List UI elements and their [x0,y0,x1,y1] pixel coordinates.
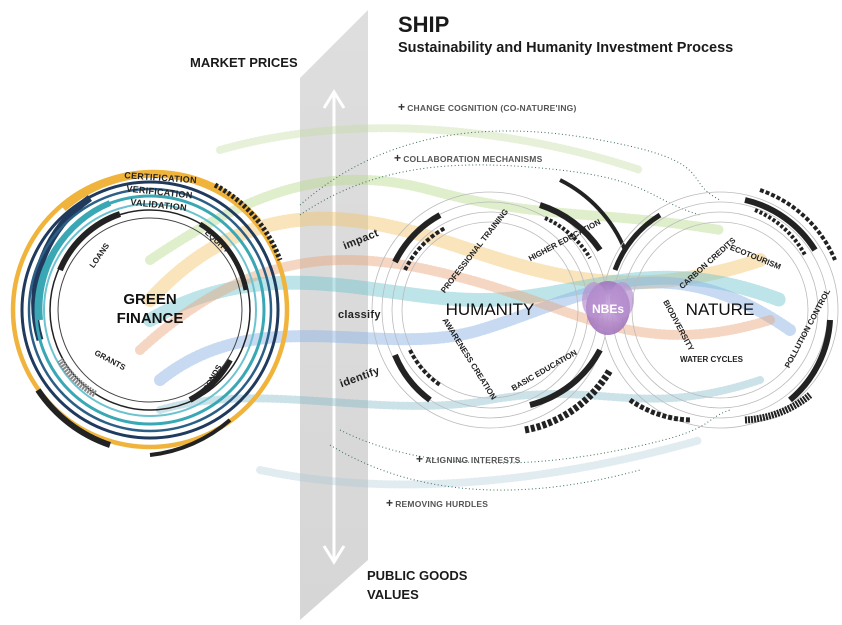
humanity-title: HUMANITY [445,300,535,319]
removing-hurdles-label: REMOVING HURDLES [395,499,489,509]
plus-icon: + [416,452,424,466]
diagram-title: SHIP [398,12,450,37]
green-line: GREEN [123,291,177,308]
nature-title: NATURE [685,300,755,319]
values-line: VALUES [367,587,419,602]
plus-icon: + [394,151,402,165]
collaboration-label: COLLABORATION MECHANISMS [403,154,543,164]
grants-label: GRANTS [93,348,128,372]
loans-label: LOANS [88,241,112,270]
classify-label: classify [338,309,381,321]
nbe-hub [582,281,634,335]
finance-line: FINANCE [116,310,184,327]
removing-hurdles-item: +REMOVING HURDLES [386,496,488,510]
green-finance-title: GREEN FINANCE [85,290,215,328]
public-goods-line: PUBLIC GOODS [367,568,468,583]
plus-icon: + [386,496,394,510]
double-arrow-icon [322,89,346,565]
aligning-interests-item: +ALIGNING INTERESTS [416,452,520,466]
public-goods-label: PUBLIC GOODS VALUES [367,566,467,604]
water-cycles-label: WATER CYCLES [680,355,744,364]
market-prices-label: MARKET PRICES [190,55,298,70]
nature-rings [601,188,839,429]
aligning-interests-label: ALIGNING INTERESTS [425,455,521,465]
finance-rings [10,169,290,457]
nbe-label: NBEs [592,302,624,316]
diagram-subtitle: Sustainability and Humanity Investment P… [398,40,734,56]
change-cognition-item: +CHANGE COGNITION (CO-NATURE'ING) [398,100,577,114]
change-cognition-label: CHANGE COGNITION (CO-NATURE'ING) [407,103,577,113]
plus-icon: + [398,100,406,114]
collaboration-item: +COLLABORATION MECHANISMS [394,151,542,165]
